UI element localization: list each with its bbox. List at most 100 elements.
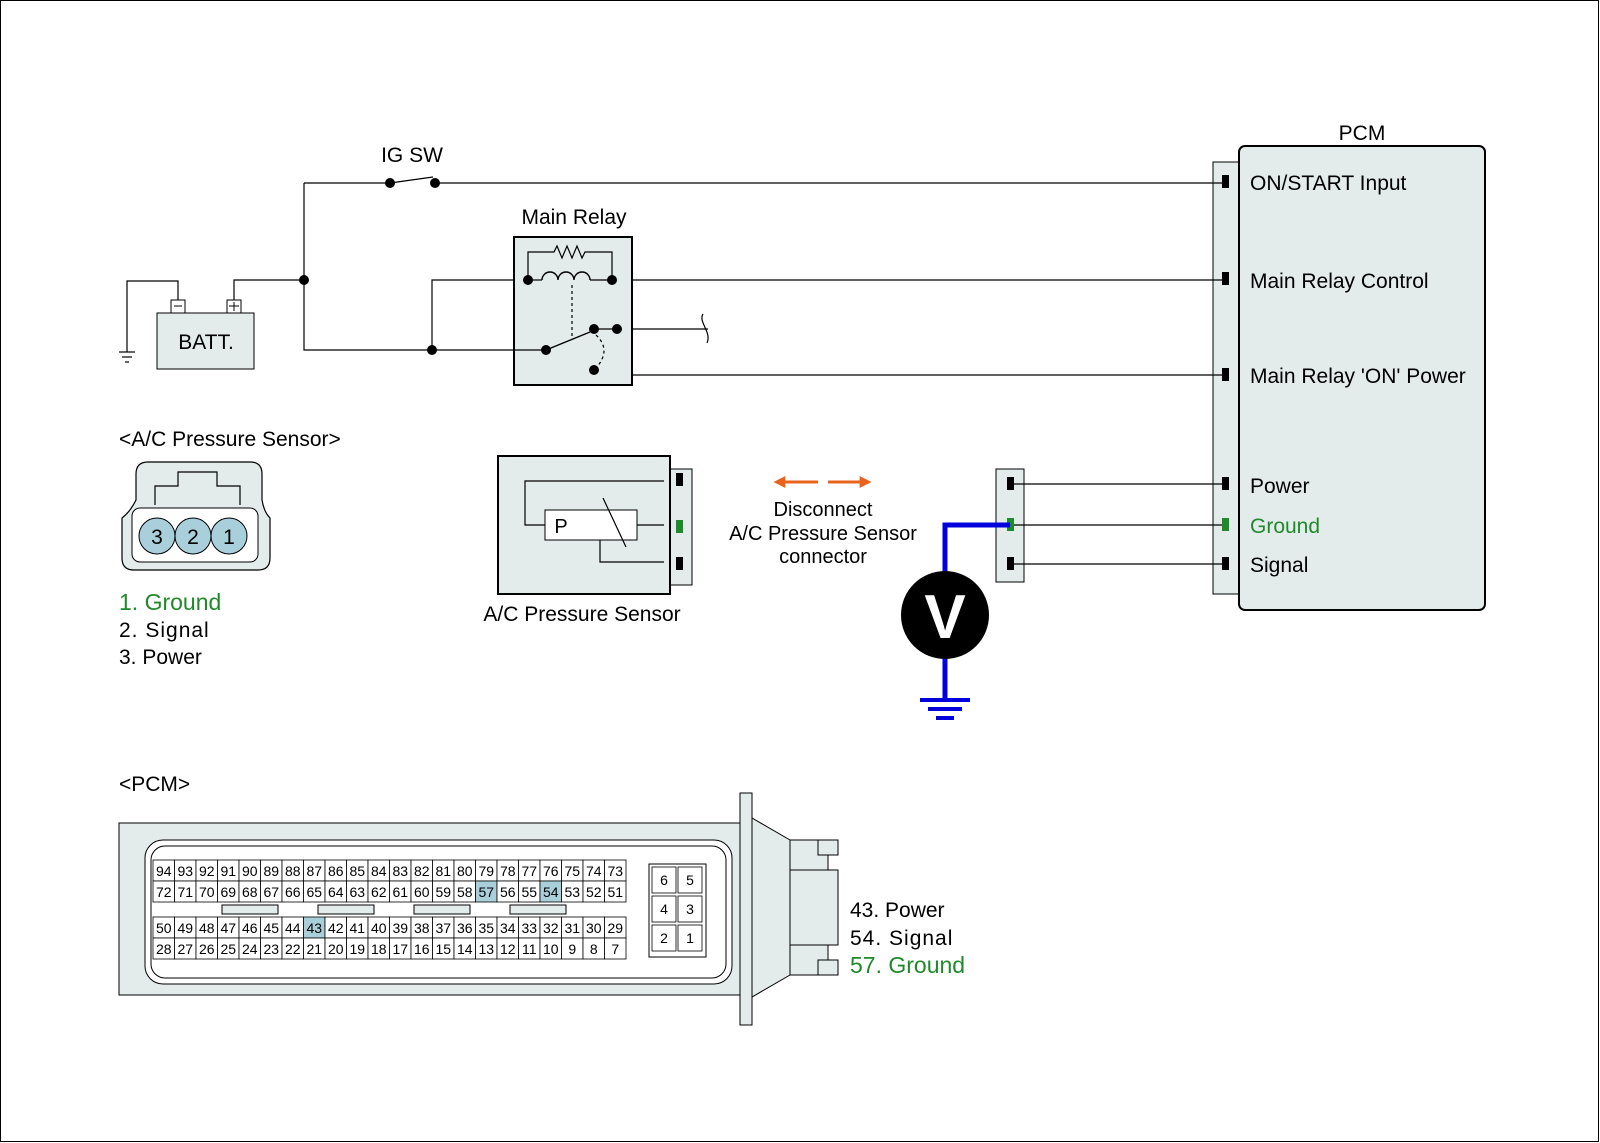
disconnect-text-2: A/C Pressure Sensor [729, 523, 917, 545]
pcm-pin-number: 37 [435, 920, 451, 936]
relay-terminal [612, 324, 622, 334]
pcm-label-power: Power [1250, 475, 1310, 498]
pcm-small-pin-number: 5 [686, 872, 694, 888]
sensor-p-label: P [554, 516, 567, 538]
pcm-connector-lock-mid [789, 869, 839, 946]
wire-break-mark [701, 313, 709, 344]
pcm-pin-number: 20 [328, 941, 344, 957]
pcm-body [1238, 145, 1486, 611]
pcm-pin-number: 51 [607, 884, 623, 900]
pcm-pin-number: 18 [371, 941, 387, 957]
ac-pressure-sensor: P A/C Pressure Sensor [483, 455, 693, 626]
relay-terminal [589, 365, 599, 375]
relay-travel-arc [595, 334, 605, 369]
pcm-pin-ground [1222, 518, 1229, 531]
ac-pin-number: 3 [151, 526, 163, 549]
pcm-pin-number: 25 [220, 941, 236, 957]
pcm-pin-number: 68 [242, 884, 258, 900]
pcm-pin-number: 42 [328, 920, 344, 936]
pcm-pin-number: 77 [521, 863, 537, 879]
junction-dot [427, 345, 437, 355]
pcm-pin-number: 92 [199, 863, 215, 879]
pcm-connector-shroud [751, 817, 791, 998]
pcm-pin-number: 35 [478, 920, 494, 936]
ac-pin-1 [210, 517, 248, 555]
ig-sw-contact-1 [385, 178, 395, 188]
relay-terminal [607, 275, 617, 285]
pcm-pin-number: 61 [392, 884, 408, 900]
pcm-pin-number: 30 [586, 920, 602, 936]
pcm-pin-number: 90 [242, 863, 258, 879]
pcm-pin-on-start [1222, 175, 1229, 188]
relay-terminal [541, 345, 551, 355]
pcm-pin-number: 69 [220, 884, 236, 900]
pcm-pin-number: 94 [156, 863, 172, 879]
pcm-pin-number: 46 [242, 920, 258, 936]
pcm-small-pin-cell [677, 924, 703, 952]
power-circuit [119, 176, 1222, 376]
pcm-small-pin-cell [651, 924, 677, 952]
pcm-pin-number: 33 [521, 920, 537, 936]
pcm-pin-number: 47 [220, 920, 236, 936]
battery-label: BATT. [178, 331, 234, 354]
pcm-small-pin-number: 3 [686, 901, 694, 917]
sensor-pin-2 [676, 520, 683, 533]
pcm-pin-cell [604, 880, 627, 903]
pcm-pin-number: 40 [371, 920, 387, 936]
pcm-pin-list-power: 43. Power [850, 899, 945, 922]
pcm-small-pin-cell [651, 866, 677, 894]
pcm-connector-face-inner [150, 845, 727, 979]
pcm-small-pin-number: 6 [660, 872, 668, 888]
pcm-pin-number: 13 [478, 941, 494, 957]
pcm-pin-number: 39 [392, 920, 408, 936]
pcm-small-pin-number: 2 [660, 930, 668, 946]
pcm-pin-number: 22 [285, 941, 301, 957]
sensor-variable-arrow [602, 497, 627, 548]
pcm-pin-number: 70 [199, 884, 215, 900]
pcm-pin-number: 48 [199, 920, 215, 936]
pcm-pin-relay-control [1222, 272, 1229, 285]
ig-sw-label: IG SW [381, 144, 443, 167]
pcm-pin-number: 28 [156, 941, 172, 957]
harness-pin-signal [1007, 557, 1014, 570]
pcm-pin-number: 81 [435, 863, 451, 879]
pcm-key-slot [317, 904, 375, 915]
pcm-pin-number: 16 [414, 941, 430, 957]
pcm-small-pin-cell [651, 895, 677, 923]
harness-pin-ground [1007, 518, 1014, 531]
sensor-pin-3 [676, 557, 683, 570]
battery-positive-wire [233, 279, 304, 309]
pcm-pin-power [1222, 477, 1229, 490]
pcm-pin-number: 15 [435, 941, 451, 957]
pcm-pin-number: 7 [611, 941, 619, 957]
pcm-pin-list-signal: 54. Signal [850, 927, 953, 950]
disconnect-text-3: connector [779, 546, 867, 568]
pcm-pin-number: 65 [306, 884, 322, 900]
pcm-pin-number: 79 [478, 863, 494, 879]
voltmeter-probe-wire [942, 522, 1010, 575]
pcm-pin-number: 86 [328, 863, 344, 879]
pcm-pin-number: 49 [177, 920, 193, 936]
ig-sw-blade [389, 176, 434, 184]
pcm-pin-number: 57 [478, 884, 494, 900]
pcm-pin-number: 52 [586, 884, 602, 900]
sensor-element [544, 509, 638, 541]
battery-negative-wire [126, 280, 179, 352]
ac-connector-latch [154, 471, 241, 505]
pcm-pin-number: 23 [263, 941, 279, 957]
pcm-pin-number: 91 [220, 863, 236, 879]
pcm-pin-number: 84 [371, 863, 387, 879]
pcm-pin-number: 83 [392, 863, 408, 879]
pcm-pin-number: 75 [564, 863, 580, 879]
pcm-pin-relay-on-power [1222, 368, 1229, 381]
voltmeter-body [901, 571, 989, 659]
pcm-pin-number: 64 [328, 884, 344, 900]
pcm-pin-number: 12 [500, 941, 516, 957]
relay-terminal [589, 324, 599, 334]
ac-connector-title: <A/C Pressure Sensor> [119, 428, 341, 451]
pcm-pin-number: 71 [177, 884, 193, 900]
pcm-connector-lock-cap-bottom [817, 959, 839, 976]
